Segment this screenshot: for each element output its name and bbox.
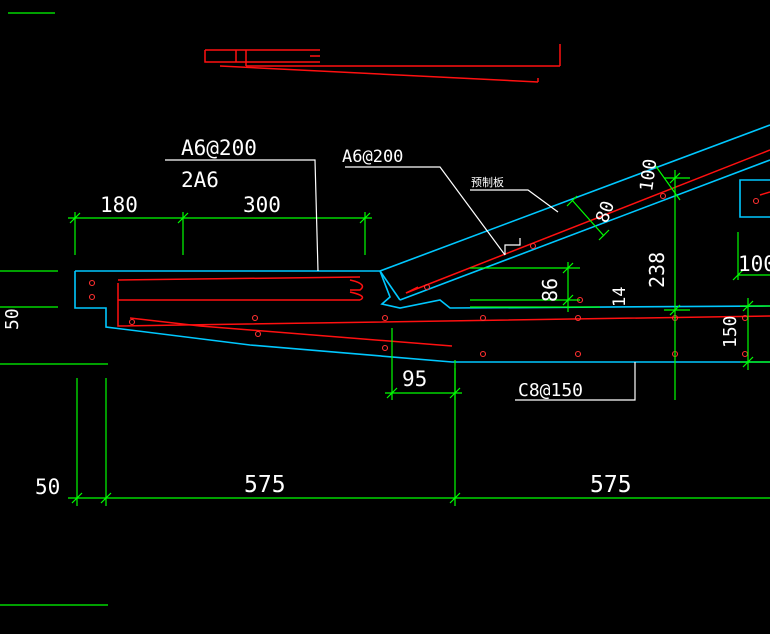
dim-14: 14 bbox=[610, 287, 630, 307]
dim-50: 50 bbox=[35, 475, 60, 499]
rebar-detail-top bbox=[204, 44, 561, 83]
dim-86: 86 bbox=[538, 278, 562, 302]
label-rebar-top-left: A6@200 bbox=[181, 136, 257, 160]
dim-50-left-cut: 50 bbox=[2, 308, 23, 330]
dim-238: 238 bbox=[645, 252, 669, 288]
dim-575-left: 575 bbox=[244, 472, 286, 498]
dim-300: 300 bbox=[243, 193, 281, 217]
leader-lines bbox=[165, 159, 636, 401]
label-precast-slab: 预制板 bbox=[471, 175, 504, 189]
label-rebar-slab: A6@200 bbox=[342, 147, 403, 167]
rebar-lines bbox=[117, 149, 770, 347]
label-rebar-two: 2A6 bbox=[181, 168, 219, 192]
dim-575-right: 575 bbox=[590, 472, 632, 498]
dim-100-right: 100 bbox=[738, 252, 770, 276]
dim-95: 95 bbox=[402, 367, 427, 391]
dim-80: 80 bbox=[592, 198, 619, 226]
label-rebar-bottom: C8@150 bbox=[518, 380, 583, 401]
dim-150: 150 bbox=[720, 315, 741, 348]
dim-100-slope: 100 bbox=[636, 158, 661, 193]
dimension-lines bbox=[0, 164, 770, 606]
dim-180: 180 bbox=[100, 193, 138, 217]
section-outline bbox=[74, 124, 770, 363]
